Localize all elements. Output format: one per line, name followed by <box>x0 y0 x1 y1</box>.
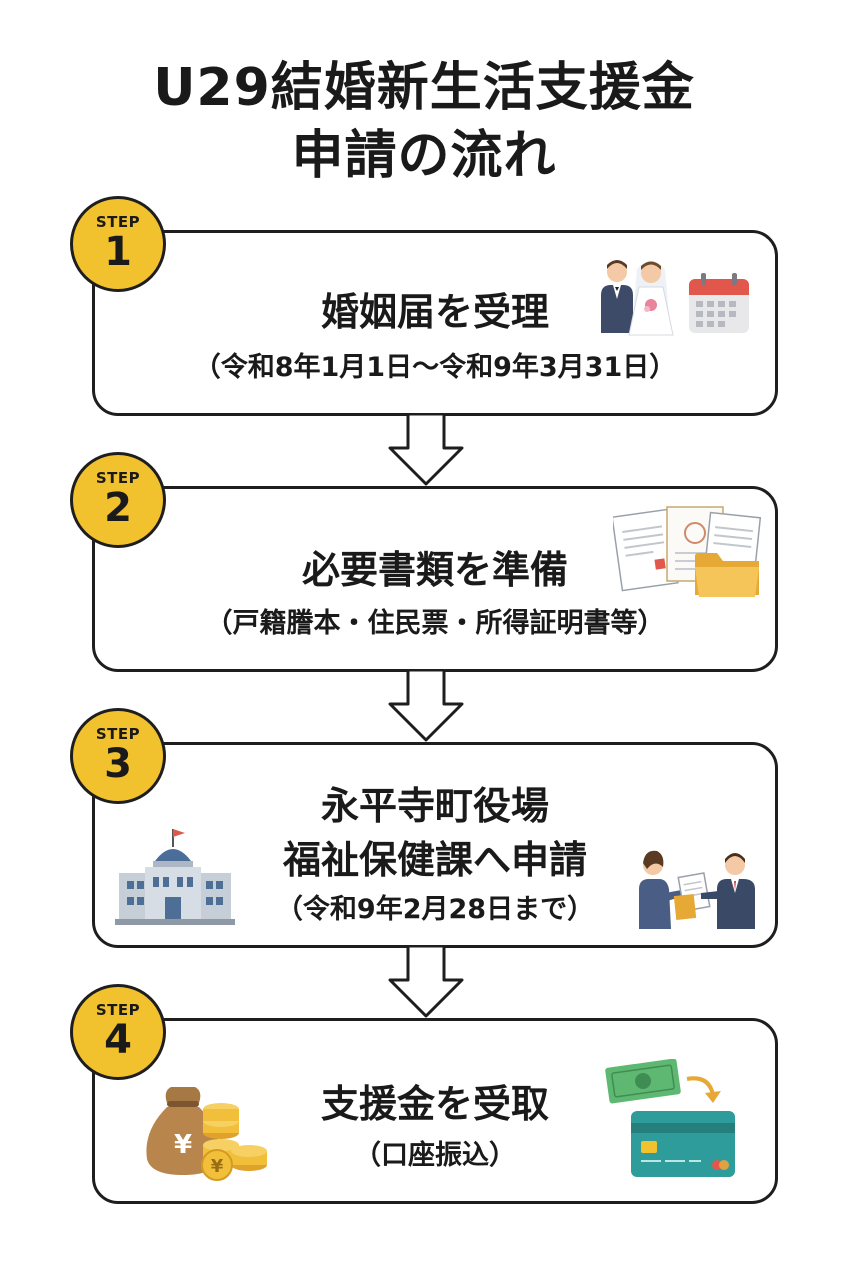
step-1-sub-text: （令和8年1月1日～令和9年3月31日） <box>193 352 677 383</box>
wedding-couple-icon <box>601 260 674 336</box>
step-4-sub-text: （口座振込） <box>354 1140 516 1171</box>
step-4-label: STEP <box>95 1001 141 1019</box>
down-arrow-3 <box>388 946 464 1018</box>
step-2-main-text: 必要書類を準備 <box>301 548 568 592</box>
folder-icon <box>695 553 759 597</box>
step-1-badge: STEP 1 <box>70 196 166 292</box>
step-3-badge: STEP 3 <box>70 708 166 804</box>
step-4-main-text: 支援金を受取 <box>320 1082 549 1126</box>
town-hall-icon <box>115 829 235 925</box>
step-1-label: STEP <box>95 213 141 231</box>
calendar-icon <box>689 273 749 333</box>
step-4-card: 支援金を受取 （口座振込） ¥ ¥ <box>92 1018 778 1204</box>
step-3-label: STEP <box>95 725 141 743</box>
step-1-main-text: 婚姻届を受理 <box>320 290 549 334</box>
down-arrow-2 <box>388 670 464 742</box>
step-1-number: 1 <box>104 229 132 275</box>
step-2-number: 2 <box>104 485 132 531</box>
step-3-main-text-line-2: 福祉保健課へ申請 <box>282 838 587 882</box>
document-handover-icon <box>639 850 755 929</box>
title-line-2: 申請の流れ <box>291 126 557 186</box>
coin-yen-symbol: ¥ <box>211 1156 224 1177</box>
step-4-number: 4 <box>104 1017 132 1063</box>
banknote-to-card-icon <box>605 1059 735 1177</box>
step-2-badge: STEP 2 <box>70 452 166 548</box>
title-line-1: U29結婚新生活支援金 <box>153 58 695 118</box>
step-2-sub-text: （戸籍謄本・住民票・所得証明書等） <box>205 608 665 639</box>
step-2-label: STEP <box>95 469 141 487</box>
step-1-card: 婚姻届を受理 （令和8年1月1日～令和9年3月31日） <box>92 230 778 416</box>
step-3-number: 3 <box>104 741 132 787</box>
step-3-sub-text: （令和9年2月28日まで） <box>275 894 595 925</box>
money-bag-coins-icon: ¥ ¥ <box>146 1087 267 1181</box>
step-4-badge: STEP 4 <box>70 984 166 1080</box>
down-arrow-1 <box>388 414 464 486</box>
step-3-card: 永平寺町役場 福祉保健課へ申請 （令和9年2月28日まで） <box>92 742 778 948</box>
page-title: U29結婚新生活支援金 申請の流れ <box>0 54 848 190</box>
step-2-card: 必要書類を準備 （戸籍謄本・住民票・所得証明書等） <box>92 486 778 672</box>
money-bag-yen-symbol: ¥ <box>174 1130 192 1160</box>
step-3-main-text-line-1: 永平寺町役場 <box>320 784 549 828</box>
